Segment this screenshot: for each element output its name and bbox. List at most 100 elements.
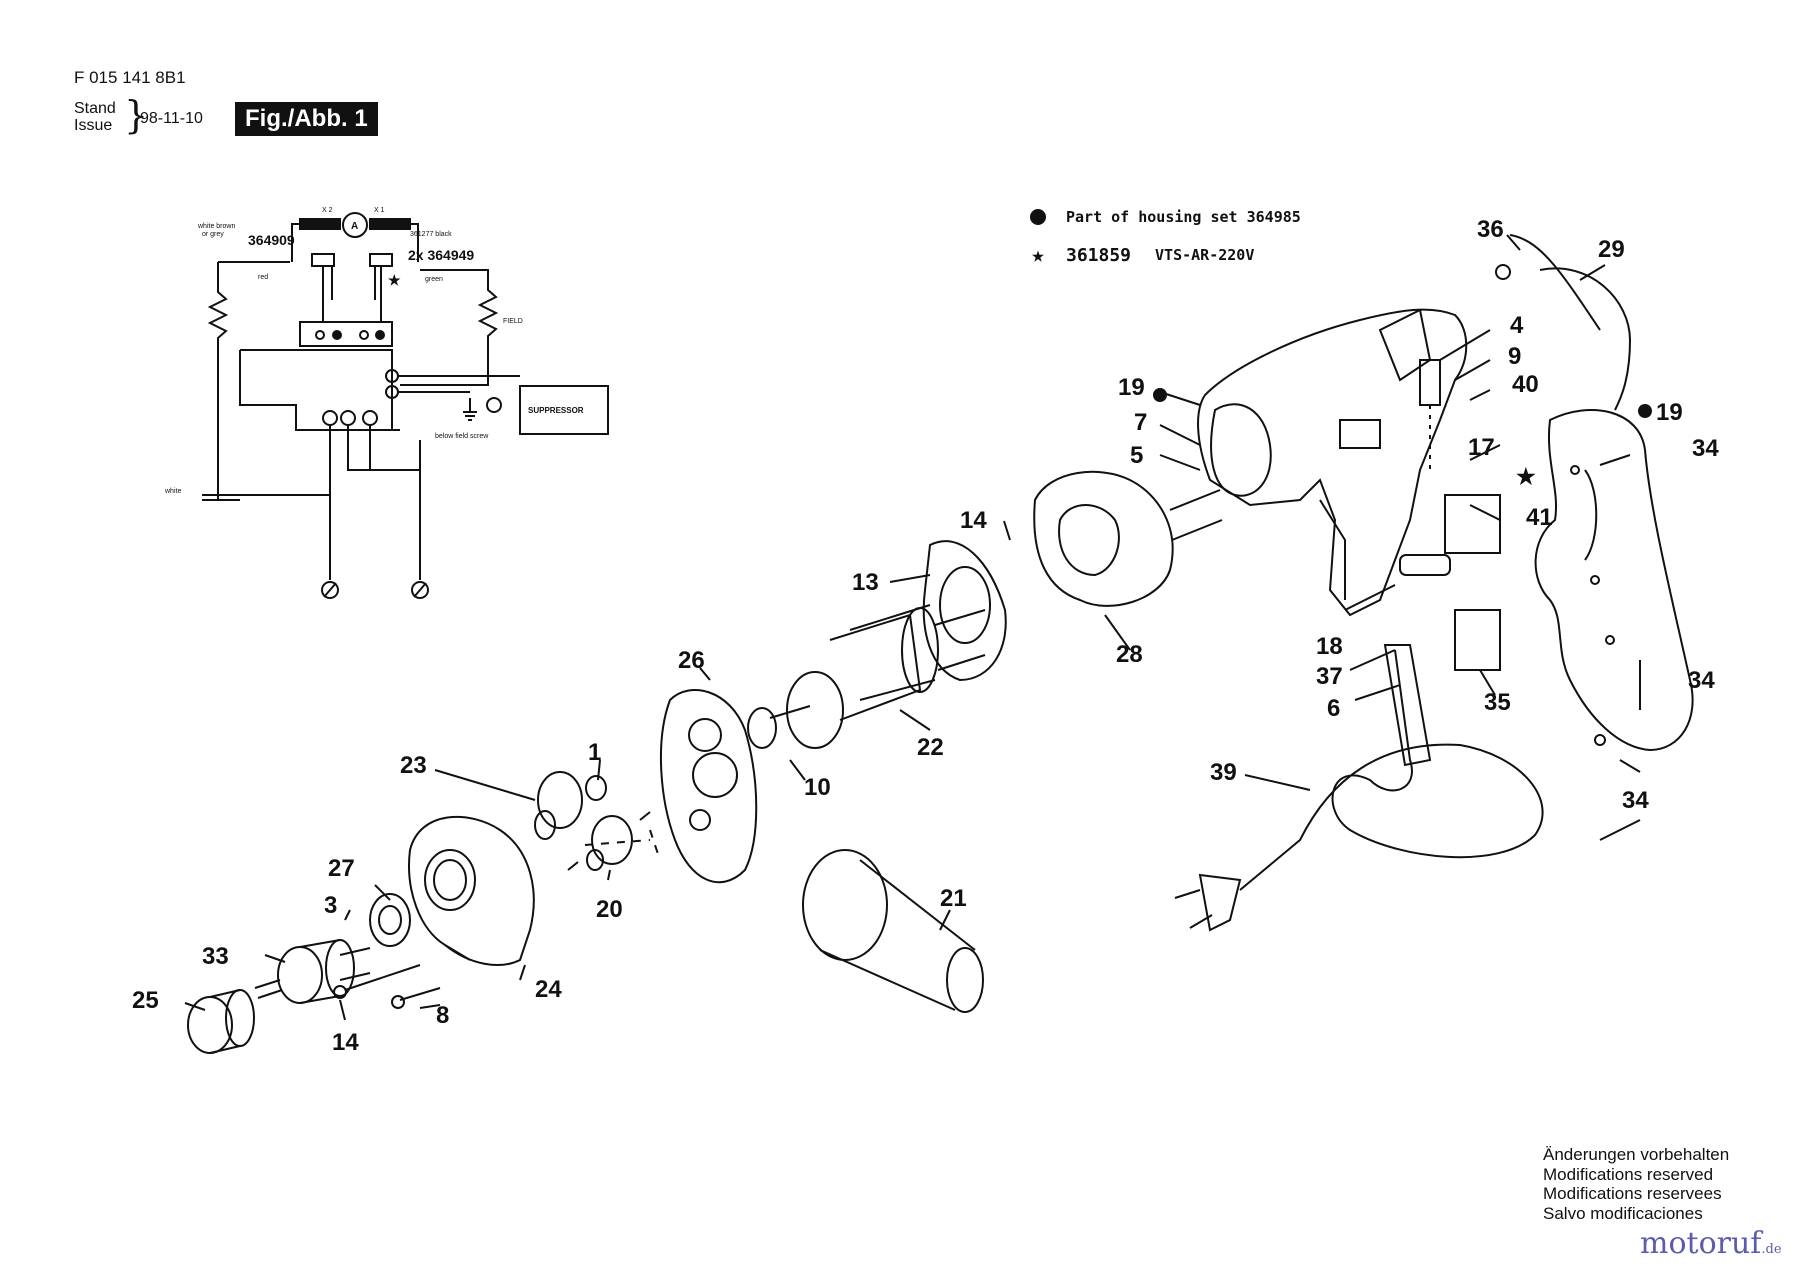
issue-date: 98-11-10	[140, 110, 203, 127]
bearing-27	[369, 893, 411, 947]
part-label: 20	[596, 896, 623, 923]
switch-lever	[1419, 359, 1441, 406]
label-white: white	[164, 488, 181, 495]
stand-label: Stand	[74, 100, 116, 117]
dot-icon	[1638, 404, 1652, 418]
part-label: 19	[1656, 399, 1683, 426]
star-icon: ★	[388, 272, 401, 288]
part-label: 3	[324, 892, 337, 919]
star-icon: ★	[1031, 242, 1045, 268]
suppressor-label: SUPPRESSOR	[528, 406, 584, 415]
legend: Part of housing set 364985 ★ 361859 VTS-…	[1030, 198, 1301, 274]
issue-label: Issue	[74, 117, 113, 134]
brush-x1	[369, 218, 411, 230]
label-x1: X 1	[374, 207, 385, 214]
legend-housing-row: Part of housing set 364985	[1030, 198, 1301, 236]
switch-41	[1444, 494, 1501, 554]
part-label: 27	[328, 855, 355, 882]
document-number: F 015 141 8B1	[74, 68, 186, 87]
note-fr: Modifications reservees	[1543, 1184, 1722, 1203]
note-de: Änderungen vorbehalten	[1543, 1145, 1730, 1164]
part-label: 10	[804, 774, 831, 801]
gear-housing-24	[408, 815, 535, 966]
armature-22	[769, 604, 986, 749]
housing-badge	[1339, 419, 1381, 449]
part-label: 34	[1692, 435, 1719, 462]
modification-notes: Änderungen vorbehalten Modifications res…	[1543, 1145, 1729, 1223]
label-green: green	[425, 276, 443, 283]
part-label: 5	[1130, 442, 1143, 469]
part-label: 21	[940, 885, 967, 912]
switch-top-block	[299, 321, 393, 347]
note-en: Modifications reserved	[1543, 1164, 1714, 1184]
part-label: 8	[436, 1002, 449, 1029]
terminal-right	[369, 253, 393, 267]
legend-switch-row: ★ 361859 VTS-AR-220V	[1030, 236, 1301, 274]
spindle-33	[254, 939, 371, 1004]
field-stator-28	[1033, 470, 1223, 607]
part-label: 9	[1508, 343, 1521, 370]
watermark-logo: motoruf.de	[1640, 1226, 1782, 1261]
figure-label: Fig./Abb. 1	[235, 102, 378, 136]
part-label: 37	[1316, 663, 1343, 690]
ring-1	[585, 775, 607, 801]
wire-white-brown: white brown	[197, 223, 235, 230]
terminal-left	[311, 253, 335, 267]
power-cable	[1174, 644, 1544, 932]
part-label: 40	[1512, 371, 1539, 398]
star-icon: ★	[1516, 464, 1536, 489]
part-label: 41	[1526, 504, 1553, 531]
label-field: FIELD	[503, 318, 523, 325]
handle-half	[1534, 409, 1694, 752]
note-es: Salvo modificaciones	[1543, 1203, 1703, 1223]
part-label: 1	[588, 739, 601, 766]
cable-sleeve	[1383, 644, 1432, 767]
part-label: 4	[1510, 312, 1524, 339]
ammeter-label: A	[351, 221, 358, 232]
wire-36	[1509, 234, 1601, 331]
wire-or-grey: or grey	[202, 231, 224, 238]
gear-23	[537, 771, 583, 829]
housing-front-opening	[1210, 403, 1272, 497]
part-label: 22	[917, 734, 944, 761]
label-x2: X 2	[322, 207, 333, 214]
part-label: 14	[960, 507, 987, 534]
below-field-screw: below field screw	[435, 433, 489, 440]
brush-x2	[299, 218, 341, 230]
suppressor-box	[519, 385, 609, 435]
part-label: 13	[852, 569, 879, 596]
watermark-tld: .de	[1761, 1242, 1782, 1257]
legend-housing-text: Part of housing set 364985	[1066, 208, 1301, 226]
part-label: 17	[1468, 434, 1495, 461]
housing-body	[1197, 308, 1468, 617]
part-label: 28	[1116, 641, 1143, 668]
dot-icon	[1030, 209, 1046, 225]
dot-icon	[1153, 388, 1167, 402]
drill-housing	[1197, 308, 1468, 617]
chuck-25	[187, 989, 255, 1054]
label-red: red	[258, 274, 268, 281]
part-label: 26	[678, 647, 705, 674]
screw-8	[399, 987, 441, 1001]
wiring-diagram	[202, 212, 609, 599]
watermark-brand: motoruf	[1640, 1226, 1762, 1261]
screw-14	[344, 964, 421, 991]
part-label: 19	[1118, 374, 1145, 401]
part-label: 29	[1598, 236, 1625, 263]
part-label: 34	[1688, 667, 1715, 694]
part-label: 23	[400, 752, 427, 779]
code-361277: 361277 black	[410, 231, 452, 238]
part-label: 6	[1327, 695, 1340, 722]
stand-issue-label: Stand Issue	[74, 100, 116, 134]
code-364909: 364909	[248, 232, 295, 248]
part-labels: 36 29 4 9 40 19 19 7 5 17 14 41 34 13 28…	[132, 216, 1719, 1056]
part-label: 36	[1477, 216, 1504, 243]
gear-20	[591, 815, 633, 865]
part-label: 35	[1484, 689, 1511, 716]
plug-body	[1198, 873, 1242, 932]
part-label: 7	[1134, 409, 1147, 436]
ammeter-symbol	[342, 212, 368, 238]
suppressor-35	[1454, 609, 1501, 671]
gear-plate-26	[659, 689, 758, 884]
field-coil-left	[207, 262, 229, 500]
